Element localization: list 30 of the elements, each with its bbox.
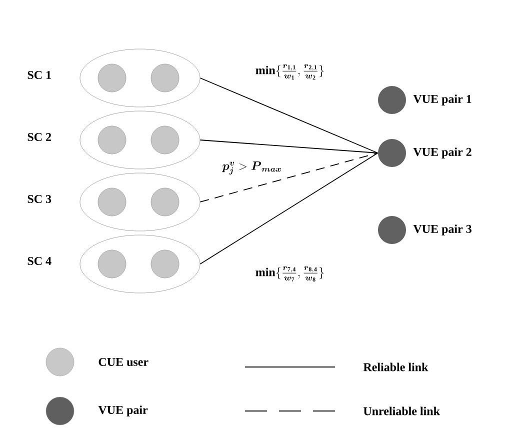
node-label: VUE pair 1 [413,94,472,106]
node-label: VUE pair 2 [413,148,472,158]
row-label: SC 2 [28,132,52,142]
ellipse [80,172,200,232]
legend-label: Unreliable link [364,406,440,416]
cue-circle [98,64,126,92]
link-line [200,152,378,264]
legend-label: CUE user [98,358,148,366]
ellipse [80,110,200,170]
cue-circle [98,126,126,154]
edge-label: $\mathbf{min}\{\frac{\boldsymbol{r}_{\mathbf{7,4}}}{\boldsymbol{w}_{\mathbf{7}}},\frac{\boldsymbol{r}_{\mathbf{8,4}}}{\boldsymbol{w}_{\mathbf{8}}}\}$ [254,265,326,283]
cue-circle [150,188,180,216]
ellipse [80,48,200,108]
link-line [200,152,378,202]
ellipse [80,234,200,294]
row-label: SC 4 [28,256,52,266]
legend-label: VUE pair [98,406,148,416]
edge-label: $\boldsymbol{p}_{\boldsymbol{j}}^{\boldsymbol{v}} > \boldsymbol{P}_{\boldsymbol{max}}$ [221,160,283,176]
cue-circle [150,250,180,278]
row-label: SC 1 [28,70,51,80]
cue-circle [98,250,126,278]
link-line [200,140,378,154]
node-label: VUE pair 3 [413,224,472,236]
cue-circle [150,126,180,154]
legend-label: Reliable link [363,362,428,372]
row-label: SC 3 [28,194,52,204]
cue-circle [150,64,180,92]
link-line [200,78,378,154]
cue-circle [98,188,126,216]
edge-label: $\mathbf{min}\{\frac{\boldsymbol{r}_{\mathbf{1,1}}}{\boldsymbol{w}_{\mathbf{1}}},\frac{\boldsymbol{r}_{\mathbf{2,1}}}{\boldsymbol{w}_{\mathbf{2}}}\}$ [254,64,326,80]
